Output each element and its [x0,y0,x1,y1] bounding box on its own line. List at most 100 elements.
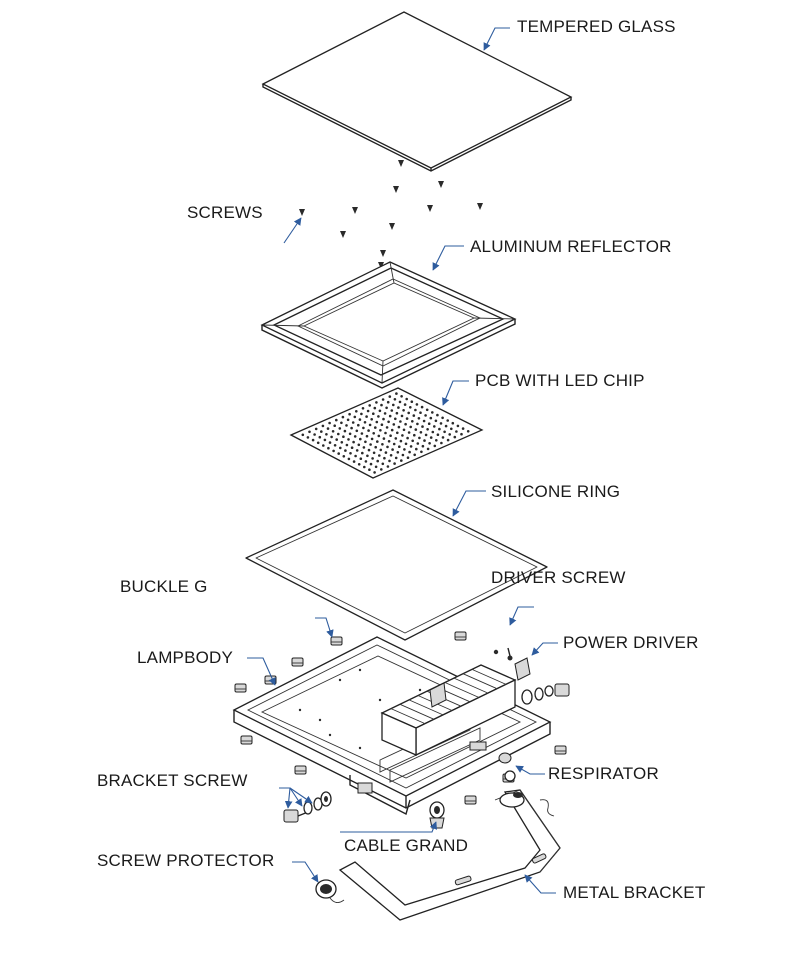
buckle-clip [454,631,467,641]
led-chip [433,425,436,428]
led-chip [399,420,402,423]
led-chip [436,413,439,417]
led-chip [311,438,315,442]
led-chip [455,430,458,433]
led-chip [306,436,310,439]
led-chip [350,446,354,450]
screw [378,262,384,269]
led-chip [416,422,419,426]
led-chip [367,448,371,452]
buckle-clip [234,683,247,693]
led-chip [365,434,369,438]
led-chip [389,434,392,438]
led-chip [374,465,378,469]
led-chip [413,433,416,437]
led-chip [360,412,363,416]
led-chip [368,468,371,472]
led-chip [405,417,409,420]
led-chip [321,424,325,428]
led-chip [384,451,388,454]
led-chip [332,449,335,453]
led-chip [364,460,368,463]
led-chip [423,439,426,442]
led-chip [431,430,435,434]
screw [389,223,395,230]
led-chip [380,468,383,471]
led-chip [360,432,364,435]
led-chip [392,442,396,446]
led-chip [372,412,375,416]
led-chip [409,445,413,448]
led-chip [441,416,444,420]
led-chip [424,414,427,417]
led-chip [439,422,443,425]
led-chip [385,426,389,429]
led-chip [326,427,330,430]
led-chip [453,435,457,439]
leader-lines [247,27,558,894]
led-chip [353,435,357,438]
led-chip [352,460,356,463]
buckle-clip [294,765,307,775]
led-chip [330,435,333,439]
led-chip [396,451,400,454]
screw [427,205,433,212]
led-chip [425,408,429,412]
led-chip [407,411,411,415]
aluminum-reflector-part [260,261,517,389]
led-chip [316,441,320,445]
led-chip [420,405,424,409]
led-chip [340,421,343,425]
led-chip [368,423,372,427]
led-chip [397,406,400,409]
label-aluminum-reflector: ALUMINUM REFLECTOR [470,237,672,256]
led-chip [345,443,349,447]
led-chip [374,426,377,429]
led-chip [364,440,367,444]
led-chip [461,427,465,430]
screw [340,231,346,238]
led-chip [443,430,446,434]
led-chip [313,433,316,436]
led-chip [346,418,350,422]
led-chip [401,434,404,437]
led-chip [327,446,330,450]
led-chip [414,428,418,431]
led-chip [399,439,403,443]
led-chip [388,414,392,418]
led-chip [400,459,403,462]
led-chip [355,449,359,452]
led-chip [333,424,337,428]
led-chip [405,397,409,401]
led-chip [427,422,431,426]
led-chip [335,438,339,441]
led-chip [387,440,391,443]
led-chip [376,459,380,463]
led-chip [434,419,438,423]
screw [299,209,305,216]
led-chip [308,430,311,434]
led-chip [340,441,344,444]
led-chip [384,431,387,435]
led-chip [385,406,388,410]
led-chip [388,395,392,398]
led-chip [407,431,411,434]
led-chip [357,443,361,447]
screw [380,250,386,257]
led-chip [400,395,403,398]
led-chip [353,415,357,419]
led-chip [362,446,366,449]
silicone-ring-part [245,489,548,641]
led-chip [357,423,360,427]
led-chip [433,444,437,448]
led-chip [451,421,455,425]
led-chip [331,430,335,433]
led-chip [342,455,346,458]
buckle-clip [291,657,304,667]
led-chip [394,437,398,440]
led-chip [381,462,385,466]
led-chip [328,421,331,425]
led-chip [373,471,376,474]
led-chip [369,443,372,446]
